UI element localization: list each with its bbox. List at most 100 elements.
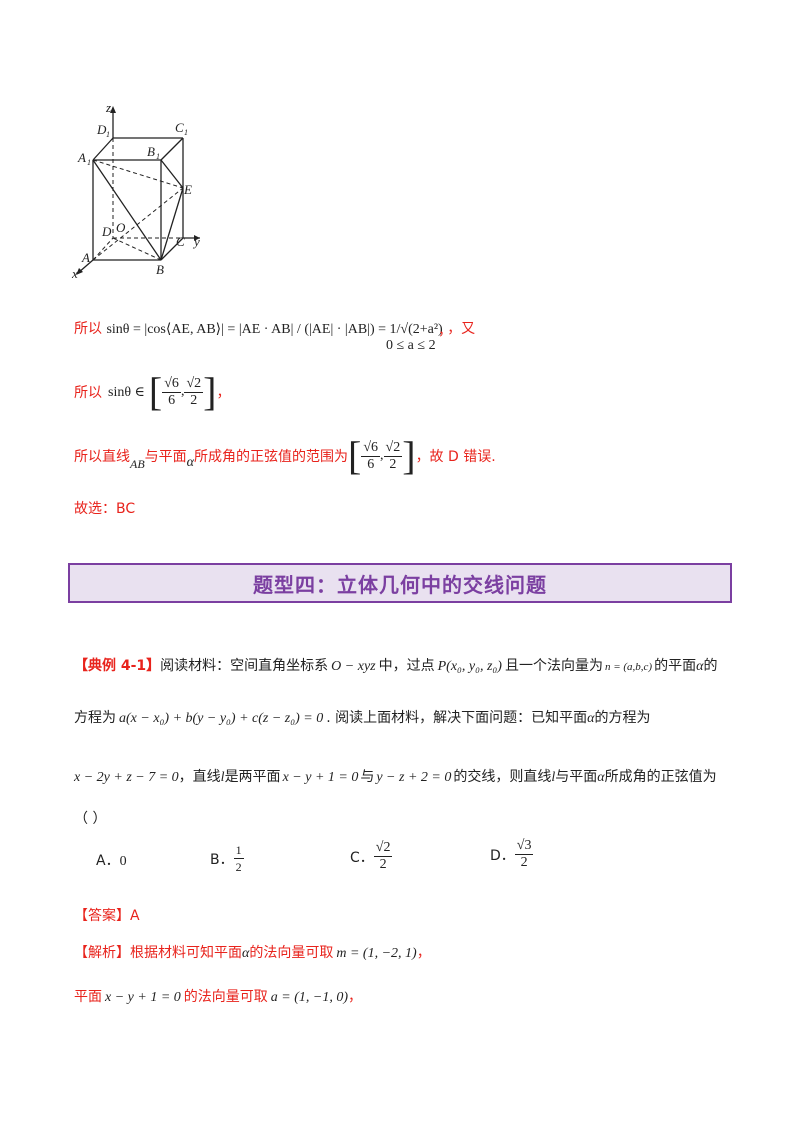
solution-line1-range: 0 ≤ a ≤ 2 xyxy=(386,338,436,353)
solution-line3-alpha: α xyxy=(186,455,195,470)
example-p1-d: 的平面 xyxy=(654,658,697,674)
solution-line4: 故选：BC xyxy=(74,501,136,517)
solution-line1-you: ，又 xyxy=(447,321,476,337)
example-answer-parens: （ ） xyxy=(74,811,107,827)
label-o: O xyxy=(116,220,126,235)
solution-line1-formula: sinθ = |cos⟨AE, AB⟩| = |AE · AB| / (|AE|… xyxy=(106,322,443,337)
solution-line1-prefix: 所以 xyxy=(74,321,102,337)
option-d-letter: D． xyxy=(490,847,515,864)
example-p2-b: . 阅读上面材料，解决下面问题：已知平面 xyxy=(326,710,588,726)
example-p2-c: 的方程为 xyxy=(594,710,651,726)
hidden-segment-ae xyxy=(92,187,184,261)
section-banner: 题型四：立体几何中的交线问题 xyxy=(68,563,732,603)
answer-label: 【答案】A xyxy=(74,908,140,924)
example-plane2-equation: y − z + 2 = 0 xyxy=(376,770,452,785)
solution-line3-mid2: 所成角的正弦值的范围为 xyxy=(194,449,349,465)
solution-line3-ab: AB xyxy=(130,456,145,471)
label-z: z xyxy=(105,100,111,115)
example-normal: n = (a,b,c) xyxy=(604,661,653,673)
analysis-l2-b: 的法向量可取 xyxy=(183,989,268,1005)
example-coord: O − xyz xyxy=(331,659,376,674)
interval2-left-num: √6 xyxy=(361,439,381,457)
example-p1-a: 阅读材料：空间直角坐标系 xyxy=(160,658,329,674)
solution-line1-comma: ， xyxy=(438,323,452,339)
label-c: C xyxy=(176,234,185,249)
hidden-segment-a1e xyxy=(92,159,184,189)
option-b-num: 1 xyxy=(233,843,244,859)
example-line-l2: l xyxy=(551,770,556,785)
label-d1: D xyxy=(96,122,107,137)
option-a-letter: A． xyxy=(96,853,120,869)
solution-line3-mid1: 与平面 xyxy=(144,449,187,465)
solution-line2-prefix: 所以 xyxy=(74,385,102,401)
example-p3-d: 的交线，则直线 xyxy=(453,769,552,785)
analysis-tag: 【解析】 xyxy=(74,945,130,961)
segment-be xyxy=(160,187,184,261)
label-d1-sub: 1 xyxy=(106,130,110,139)
option-c-letter: C． xyxy=(350,849,374,866)
example-p3-alpha: α xyxy=(597,770,605,785)
label-a1-sub: 1 xyxy=(87,158,91,167)
interval2-right-num: √2 xyxy=(383,439,403,457)
example-point: P(x₀, y₀, z₀) xyxy=(437,659,502,674)
solution-line2-formula: sinθ ∈ xyxy=(108,384,145,400)
label-y: y xyxy=(192,234,200,249)
option-a-value: 0 xyxy=(119,854,127,869)
analysis-l1-b: 的法向量可取 xyxy=(249,945,334,961)
example-p2-alpha: α xyxy=(587,711,595,726)
solution-line1: 所以 sinθ = |cos⟨AE, AB⟩| = |AE · AB| / (|… xyxy=(74,318,475,338)
analysis-l1-a: 根据材料可知平面 xyxy=(130,945,242,961)
analysis-alpha: α xyxy=(242,946,250,961)
analysis-l2-a: 平面 xyxy=(74,989,102,1005)
prism-figure: z D 1 C 1 A 1 B 1 E D O C y A B x xyxy=(71,100,200,280)
x-axis-arrow xyxy=(76,268,83,275)
solution-line3-prefix: 所以直线 xyxy=(74,449,130,465)
interval2-right-den: 2 xyxy=(389,456,397,472)
analysis-l2-c: ， xyxy=(348,989,362,1005)
option-d-den: 2 xyxy=(520,855,528,870)
interval-right-den: 2 xyxy=(190,392,198,408)
segment-a1b xyxy=(92,159,162,261)
label-c1: C xyxy=(175,120,184,135)
example-tag: 【典例 4-1】 xyxy=(74,658,161,674)
segment-b1e xyxy=(160,159,184,189)
label-x: x xyxy=(71,266,78,280)
example-p3-c: 与 xyxy=(360,769,375,785)
edge-b1c1 xyxy=(160,137,184,161)
example-line-l: l xyxy=(220,770,225,785)
interval-left-den: 6 xyxy=(168,392,176,408)
interval-right-num: √2 xyxy=(184,375,204,393)
hidden-segment-db xyxy=(112,237,162,261)
solution-line2-suffix: ， xyxy=(216,385,231,401)
label-d: D xyxy=(101,224,112,239)
example-alpha: α xyxy=(696,659,704,674)
example-p1-c: 且一个法向量为 xyxy=(504,658,603,674)
edge-bc xyxy=(160,237,184,261)
z-axis-arrow xyxy=(110,106,116,113)
edge-a1d1 xyxy=(92,137,114,161)
example-p3-a: ，直线 xyxy=(178,769,221,785)
hidden-edge-ad xyxy=(92,237,114,261)
example-p3-f: 所成角的正弦值为 xyxy=(604,769,717,785)
example-plane-equation: a(x − x₀) + b(y − y₀) + c(z − z₀) = 0 xyxy=(119,711,324,726)
example-p1-b: 中，过点 xyxy=(378,658,435,674)
option-a[interactable]: A．0 xyxy=(96,850,127,870)
option-c-den: 2 xyxy=(379,857,387,872)
label-a1: A xyxy=(77,150,86,165)
interval2-left-den: 6 xyxy=(367,456,375,472)
option-b-letter: B． xyxy=(210,851,234,868)
example-p3-e: 与平面 xyxy=(555,769,598,785)
example-plane1-equation: x − y + 1 = 0 xyxy=(282,770,359,785)
option-d-num: √3 xyxy=(514,838,534,855)
